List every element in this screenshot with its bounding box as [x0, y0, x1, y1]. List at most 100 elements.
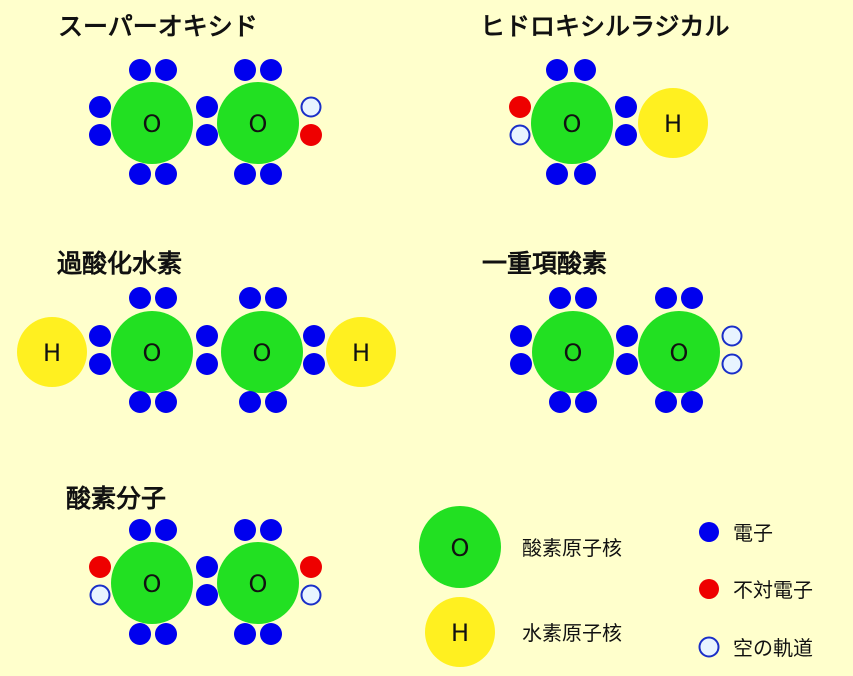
electron-dot: [89, 124, 111, 146]
atom-label-o: O: [143, 570, 162, 598]
electron-dot: [129, 163, 151, 185]
legend-electron-dot: [699, 522, 719, 542]
atom-label-h: H: [664, 110, 682, 138]
electron-dot: [196, 325, 218, 347]
legend-atom-label-h: H: [451, 619, 469, 647]
electron-dot: [129, 391, 151, 413]
electron-dot: [234, 59, 256, 81]
molecule-superoxide: O O: [111, 82, 299, 164]
electron-dot: [196, 584, 218, 606]
oxygen-nucleus: [217, 542, 299, 624]
legend-hydrogen-nucleus-label: 水素原子核: [522, 621, 622, 645]
electron-dots: [89, 59, 743, 645]
electron-dot: [681, 287, 703, 309]
oxygen-nucleus: [111, 542, 193, 624]
atom-label-o: O: [253, 339, 272, 367]
electron-dot: [681, 391, 703, 413]
electron-dot: [196, 556, 218, 578]
hydrogen-nucleus: [17, 317, 87, 387]
empty-orbital-dot: [300, 584, 322, 606]
electron-dot: [615, 124, 637, 146]
molecule-singlet-oxygen: O O: [532, 311, 720, 393]
legend-oxygen-nucleus: [419, 506, 501, 588]
electron-dot: [574, 59, 596, 81]
atom-label-o: O: [670, 339, 689, 367]
title-oxygen-molecule: 酸素分子: [66, 484, 166, 513]
electron-dot: [549, 391, 571, 413]
electron-dot: [303, 353, 325, 375]
electron-dot: [155, 163, 177, 185]
molecule-oxygen: O O: [111, 542, 299, 624]
electron-dot: [129, 59, 151, 81]
electron-dot: [196, 96, 218, 118]
electron-dot: [616, 325, 638, 347]
legend-atom-label-o: O: [451, 534, 470, 562]
molecule-hydroxyl-radical: O H: [531, 82, 708, 164]
electron-dot: [196, 353, 218, 375]
atom-label-o: O: [564, 339, 583, 367]
electron-dot: [155, 287, 177, 309]
electron-dot: [155, 391, 177, 413]
electron-dot: [89, 96, 111, 118]
electron-dot: [510, 353, 532, 375]
unpaired-electron-dot: [89, 556, 111, 578]
title-singlet-oxygen: 一重項酸素: [482, 249, 607, 278]
oxygen-nucleus: [532, 311, 614, 393]
title-hydrogen-peroxide: 過酸化水素: [57, 249, 182, 278]
oxygen-nucleus: [111, 311, 193, 393]
legend-unpaired-electron-label: 不対電子: [733, 578, 813, 602]
electron-dot: [260, 59, 282, 81]
electron-dot: [260, 623, 282, 645]
oxygen-nucleus: [111, 82, 193, 164]
atom-label-o: O: [249, 570, 268, 598]
oxygen-nucleus: [221, 311, 303, 393]
atom-label-o: O: [143, 339, 162, 367]
electron-dot: [234, 623, 256, 645]
electron-dot: [260, 519, 282, 541]
oxygen-nucleus: [638, 311, 720, 393]
electron-dot: [546, 163, 568, 185]
electron-dot: [129, 287, 151, 309]
electron-dot: [575, 391, 597, 413]
atom-label-o: O: [563, 110, 582, 138]
electron-dot: [239, 391, 261, 413]
empty-orbital-dot: [89, 584, 111, 606]
electron-dot: [155, 59, 177, 81]
title-hydroxyl-radical: ヒドロキシルラジカル: [480, 12, 730, 41]
unpaired-electron-dot: [509, 96, 531, 118]
electron-dot: [615, 96, 637, 118]
legend-oxygen-nucleus-label: 酸素原子核: [522, 536, 622, 560]
legend-hydrogen-nucleus: [425, 597, 495, 667]
electron-dot: [234, 163, 256, 185]
electron-dot: [546, 59, 568, 81]
electron-dot: [574, 163, 596, 185]
legend-empty-orbital-dot: [698, 636, 720, 658]
electron-dot: [196, 124, 218, 146]
oxygen-nucleus: [217, 82, 299, 164]
electron-dot: [155, 623, 177, 645]
electron-dot: [155, 519, 177, 541]
legend-empty-orbital-label: 空の軌道: [733, 636, 813, 660]
atom-label-h: H: [43, 339, 61, 367]
electron-dot: [234, 519, 256, 541]
hydrogen-nucleus: [638, 88, 708, 158]
electron-dot: [129, 623, 151, 645]
legend: O 酸素原子核 H 水素原子核 電子 不対電子 空の軌道: [419, 506, 813, 667]
atom-label-o: O: [249, 110, 268, 138]
atom-label-o: O: [143, 110, 162, 138]
molecule-hydrogen-peroxide: H O O H: [17, 311, 396, 393]
electron-dot: [655, 287, 677, 309]
electron-dot: [260, 163, 282, 185]
empty-orbital-dot: [509, 124, 531, 146]
title-superoxide: スーパーオキシド: [58, 12, 258, 41]
empty-orbital-dot: [300, 96, 322, 118]
electron-dot: [303, 325, 325, 347]
electron-dot: [510, 325, 532, 347]
electron-dot: [575, 287, 597, 309]
legend-unpaired-electron-dot: [699, 579, 719, 599]
electron-dot: [89, 353, 111, 375]
unpaired-electron-dot: [300, 124, 322, 146]
electron-dot: [655, 391, 677, 413]
electron-dot: [616, 353, 638, 375]
